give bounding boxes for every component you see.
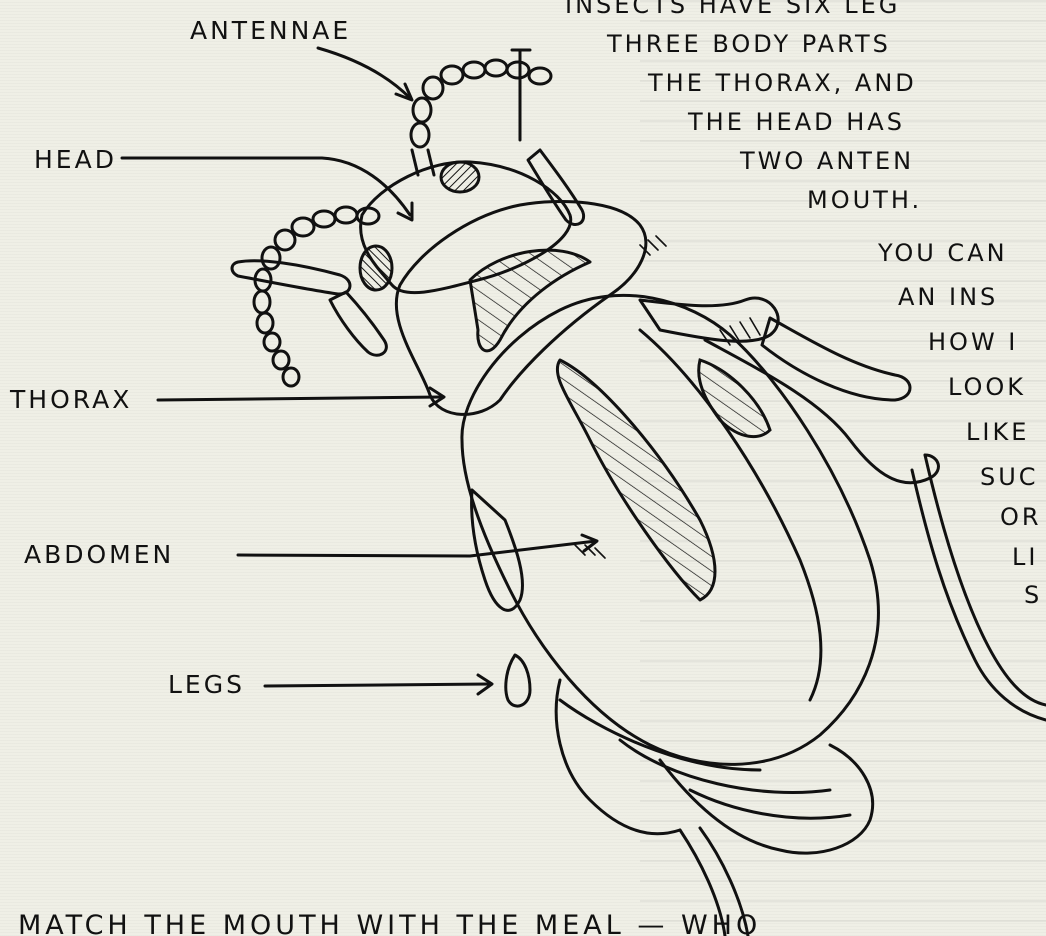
arrow-antennae [318,48,412,100]
arrow-head [122,158,412,220]
leg-left-hind [556,680,680,834]
palp-left [232,261,350,294]
arrow-abdomen [238,535,597,556]
mandible-left [330,292,386,355]
thorax-marking [470,250,590,351]
arrow-legs [265,675,492,694]
eye-right [441,162,479,192]
leg-left-foot [506,655,530,706]
leg-left-hind-lower [680,828,748,936]
tail-segment [690,790,850,818]
leg-right-front-lower [762,318,910,400]
antenna-upper [411,50,551,175]
eye-left [360,246,392,290]
wing-stripe [557,360,715,600]
arrow-thorax [158,388,444,406]
leg-right-hind-inner [912,470,1046,720]
leg-left-front [472,490,523,610]
mandible-right [528,150,584,225]
